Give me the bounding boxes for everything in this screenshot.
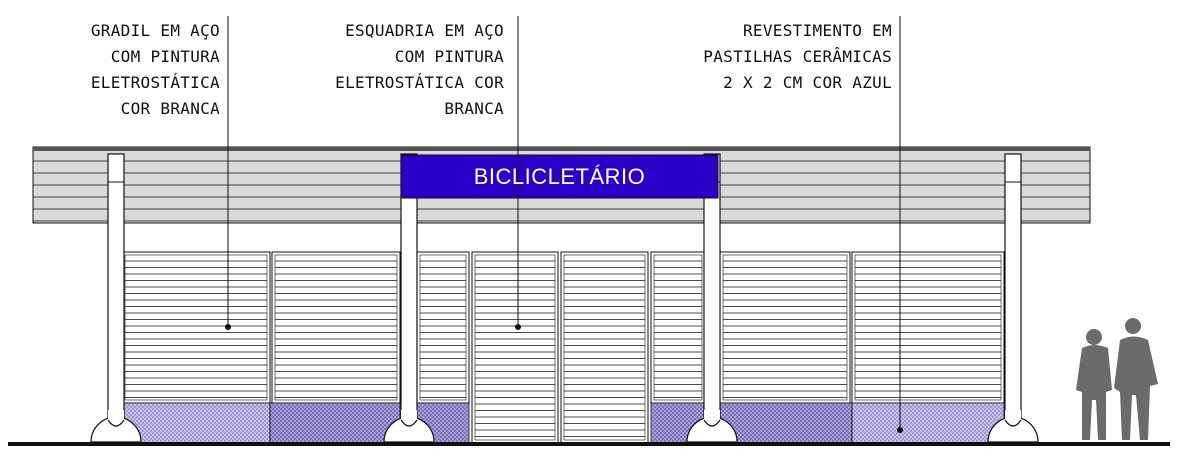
window-frame-note: ESQUADRIA EM AÇO COM PINTURA ELETROSTÁTICA… [270, 18, 504, 122]
column-shaft [107, 153, 125, 433]
louver-panel [271, 251, 401, 404]
column-base [401, 410, 417, 430]
panel-inner-frame [274, 254, 398, 401]
column-base-curve [400, 419, 418, 427]
note-line: 2 X 2 CM COR AZUL [723, 73, 892, 92]
note-line: PASTILHAS CERÂMICAS [703, 47, 892, 66]
panel-frame [121, 251, 271, 404]
column-base-curve [703, 419, 721, 427]
panel-frame [471, 251, 559, 444]
panel-frame [719, 251, 851, 404]
column-base-curve [1004, 419, 1022, 427]
leader-lines [227, 16, 901, 430]
panel-frame [271, 251, 401, 404]
leader-dots [225, 324, 903, 433]
note-line: REVESTIMENTO EM [743, 21, 892, 40]
column-base [108, 410, 124, 430]
panel-frame [650, 251, 706, 404]
louver-panel [471, 251, 559, 444]
ceramic-cladding-note: REVESTIMENTO EM PASTILHAS CERÂMICAS 2 X 2 … [620, 18, 892, 96]
panel-inner-frame [474, 254, 556, 441]
ground-line [8, 442, 1170, 446]
louver-panel [650, 251, 706, 404]
column [987, 153, 1039, 443]
panel-inner-frame [722, 254, 848, 401]
column-base [1005, 410, 1021, 430]
scale-figures [1076, 318, 1158, 440]
railing-panels [121, 251, 1005, 444]
note-line: ELETROSTÁTICA COR [335, 73, 504, 92]
column-shaft [1004, 153, 1022, 433]
panel-frame [416, 251, 470, 404]
panel-frame [851, 251, 1005, 404]
panel-inner-frame [419, 254, 467, 401]
sign-board [400, 154, 719, 199]
column [90, 153, 142, 443]
panel-inner-frame [854, 254, 1002, 401]
sign-label: BICLICLETÁRIO [473, 163, 646, 189]
note-line: ELETROSTÁTICA [90, 73, 220, 92]
column-base-curve [107, 419, 125, 427]
note-line: COM PINTURA [110, 47, 220, 66]
louver-panel [851, 251, 1005, 404]
louver-panel [560, 251, 649, 444]
note-line: BRANCA [444, 99, 504, 118]
column-base [704, 410, 720, 430]
louver-panel [719, 251, 851, 404]
note-line: COM PINTURA [394, 47, 504, 66]
panel-inner-frame [653, 254, 703, 401]
columns [90, 153, 1039, 443]
note-line: ESQUADRIA EM AÇO [345, 21, 504, 40]
louver-panel [121, 251, 271, 404]
column [686, 153, 738, 443]
note-line: COR BRANCA [120, 99, 220, 118]
panel-inner-frame [124, 254, 268, 401]
louver-panel [416, 251, 470, 404]
note-line: GRADIL EM AÇO [90, 21, 220, 40]
panel-inner-frame [563, 254, 646, 441]
railing-note: GRADIL EM AÇO COM PINTURA ELETROSTÁTICA COR… [30, 18, 220, 122]
column [383, 153, 435, 443]
